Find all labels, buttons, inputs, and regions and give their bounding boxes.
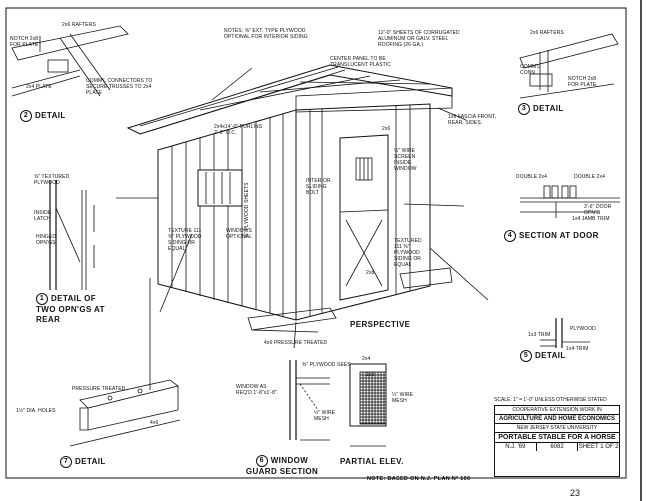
detail-1-number: 1: [36, 293, 48, 305]
detail-2-number: 2: [20, 110, 32, 122]
detail-7-drawing: [69, 379, 181, 447]
university-line: NEW JERSEY STATE UNIVERSITY: [495, 424, 619, 433]
callout-center-panel: CENTER PANEL TO BE TRANSLUCENT PLASTIC: [330, 56, 391, 68]
title-block-cells: N.J. '69 6082 SHEET 1 OF 2: [495, 443, 619, 451]
callout-plywood-sees: ⅜" PLYWOOD SEES: [302, 362, 351, 368]
side-wall: [157, 109, 297, 321]
callout-connectors: COMM'L CONNECTORS TO SECURE TRUSSES TO 2…: [86, 78, 153, 96]
callout-notch-tr: NOTCH 2x8 FOR PLATE: [568, 76, 597, 88]
detail-3-number: 3: [518, 103, 530, 115]
callout-holes: 1½" DIA. HOLES: [16, 408, 56, 414]
callout-size-2x4: 2x4: [362, 356, 371, 362]
callout-plywood-sheets: ⅜" PLYWOOD SHEETS: [244, 182, 250, 238]
sheet-border: [5, 7, 627, 479]
roof: [126, 64, 453, 135]
callout-plate: 2x4 PLATE: [26, 84, 52, 90]
callout-size-2x6: 2x6: [382, 126, 391, 132]
callout-notch: NOTCH 2x8 FOR PLATE: [10, 36, 39, 48]
sheet-cell: SHEET 1 OF 2: [578, 444, 619, 450]
callout-slide-bolt: INTERIOR SLIDING BOLT: [306, 178, 331, 196]
detail-3-drawing: [519, 33, 619, 99]
page-number: 23: [570, 488, 581, 498]
callout-pressure-treated-7: PRESSURE TREATED: [72, 386, 126, 392]
code-cell: N.J. '69: [495, 443, 537, 451]
callout-fascia: 1x6 FASCIA FRONT, REAR, SIDES.: [448, 114, 497, 126]
title-block: COOPERATIVE EXTENSION WORK IN AGRICULTUR…: [494, 405, 620, 477]
callout-inside-latch: INSIDE LATCH: [34, 210, 52, 222]
callout-notes-top: NOTES: ⅜" EXT. TYPE PLYWOOD OPTIONAL FOR…: [224, 28, 308, 40]
callout-rafters-tr: 2x6 RAFTERS: [530, 30, 564, 36]
skid-front: [247, 307, 337, 331]
partial-elevation-label: PARTIAL ELEV.: [340, 457, 404, 466]
callout-wire-mesh-partial: ½" WIRE MESH: [392, 392, 414, 404]
callout-textured-rear: ⅜" TEXTURED PLYWOOD: [34, 174, 70, 186]
perspective-view: [116, 64, 489, 390]
detail-7-number: 7: [60, 456, 72, 468]
callout-jamb-trim: 1x4 JAMB TRIM: [572, 216, 610, 222]
callout-rafters-tl: 2x6 RAFTERS: [62, 22, 96, 28]
detail-5-number: 5: [520, 350, 532, 362]
scale-note: SCALE: 1" = 1'-0" UNLESS OTHERWISE STATE…: [494, 397, 607, 403]
section-4-drawing: [520, 185, 620, 218]
callout-size-1x3: 1x3: [366, 372, 375, 378]
callout-double-2x4-b: DOUBLE 2x4: [574, 174, 606, 180]
detail-6-number: 6: [255, 455, 268, 467]
callout-door-opening: 3'-6" DOOR OPN'G: [584, 204, 612, 216]
base-note: NOTE: BASED ON N.J. PLAN Nº 100: [367, 476, 471, 482]
agency-line-1: COOPERATIVE EXTENSION WORK IN: [495, 406, 619, 415]
callout-double-2x4: DOUBLE 2x4: [516, 174, 548, 180]
callout-wire-screen: ½" WIRE SCREEN INSIDE WINDOW: [394, 148, 417, 172]
callout-window-as: WINDOW AS REQ'D 1'-8"x1'-8": [236, 384, 277, 396]
callout-textured-front: TEXTURED 111 ⅜" PLYWOOD SIDING OR EQUAL: [394, 238, 422, 268]
callout-windows-optional: WINDOWS OPTIONAL: [226, 228, 253, 240]
stable-door: [339, 134, 389, 301]
callout-pressure-treated: 4x6 PRESSURE TREATED: [264, 340, 328, 346]
detail-5-drawing: [540, 318, 590, 348]
callout-comm-conn: COMM'L CONN.: [520, 64, 540, 76]
front-wall: [295, 103, 431, 321]
callout-wire-mesh-6: ½" WIRE MESH: [314, 410, 336, 422]
callout-hinged: HINGED OPN'GS: [36, 234, 57, 246]
side-window: [197, 169, 243, 207]
partial-elevation-drawing: [349, 363, 387, 447]
drawing-title: PORTABLE STABLE FOR A HORSE: [495, 433, 619, 443]
callout-trim-1x3: 1x3 TRIM: [528, 332, 551, 338]
detail-6-drawing: [289, 360, 330, 441]
callout-plywood-r: PLYWOOD: [570, 326, 596, 332]
callout-trim-1x4: 1x4 TRIM: [566, 346, 589, 352]
skid-rear: [399, 267, 453, 289]
callout-sheets: 12'-0" SHEETS OF CORRUGATED ALUMINUM OR …: [378, 30, 460, 48]
plan-number-cell: 6082: [537, 443, 579, 451]
callout-texture-side: TEXTURE 111 ⅜" PLYWOOD SIDING OR EQUAL: [168, 228, 202, 252]
detail-1-drawing: [49, 180, 95, 290]
callout-size-2x8: 2x8: [366, 270, 375, 276]
perspective-label: PERSPECTIVE: [350, 320, 411, 329]
callout-size-4x6: 4x6: [150, 420, 159, 426]
section-4-number: 4: [504, 230, 516, 242]
agency-line-2: AGRICULTURE AND HOME ECONOMICS: [495, 415, 619, 424]
callout-purlins: 2x4x14'-0" PURLINS 2'-0" O.C.: [214, 124, 263, 136]
detail-2-drawing: [11, 25, 129, 97]
